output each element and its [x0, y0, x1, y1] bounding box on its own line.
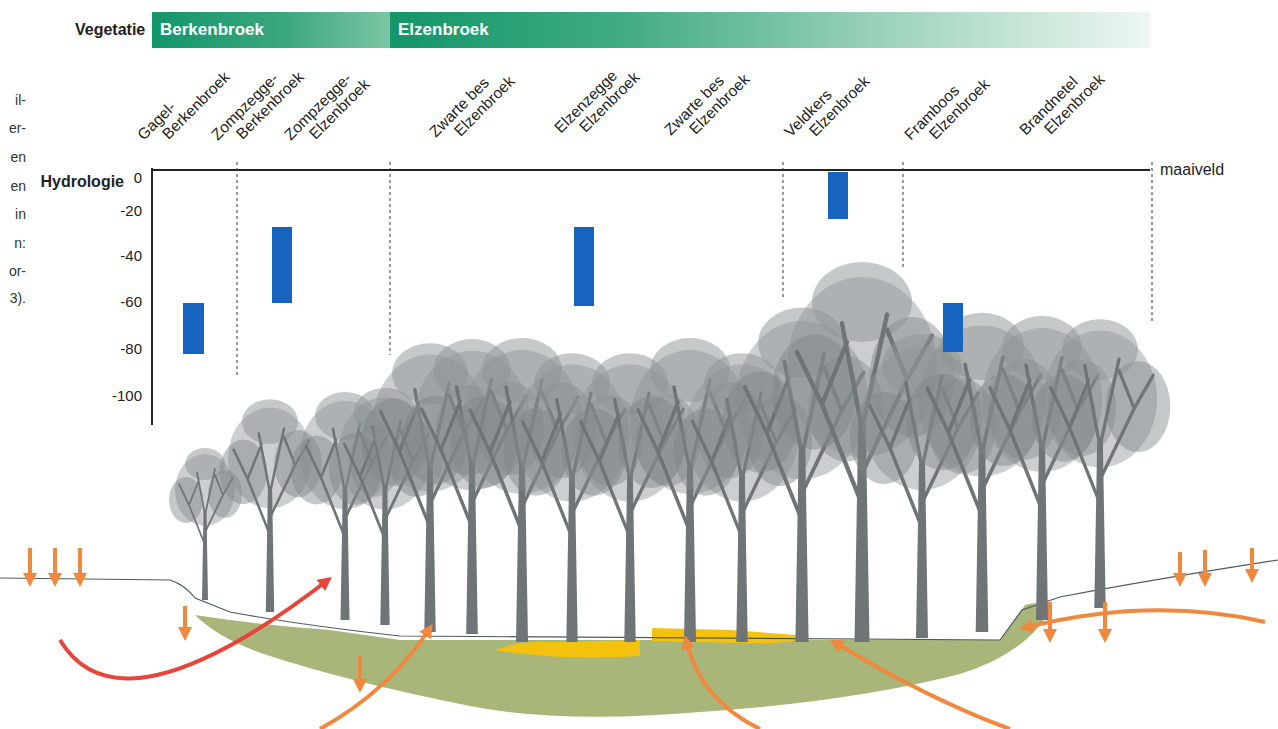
divider-line	[237, 162, 238, 375]
infiltration-arrow	[1103, 602, 1107, 638]
seepage-arrow	[1024, 610, 1265, 628]
alder-tree	[1032, 319, 1171, 608]
infiltration-arrow	[53, 548, 57, 582]
divider-lines	[237, 162, 1152, 375]
divider-line	[903, 162, 904, 270]
axis-tick: -100	[112, 387, 142, 404]
water-arrows	[30, 548, 1265, 729]
seepage-arrow	[686, 640, 760, 729]
row-heading: Hydrologie	[40, 173, 124, 191]
depth-axis	[151, 168, 153, 425]
axis-tick: 0	[134, 169, 142, 186]
seepage-arrow	[320, 628, 430, 729]
vegetation-band: Elzenbroek	[390, 12, 1150, 48]
caption-fragment: 3).	[10, 290, 26, 306]
water-level-bar	[574, 227, 594, 306]
vegetation-type: Zwarte bes Elzenbroek	[661, 43, 769, 151]
vegetation-type: Veldkers Elzenbroek	[781, 45, 889, 153]
seepage-arrow-red	[60, 580, 328, 678]
divider-line	[783, 162, 784, 300]
caption-fragment: en	[10, 178, 26, 194]
vegetation-type: Zwarte bes Elzenbroek	[426, 45, 534, 153]
caption-fragment: il-	[15, 92, 26, 108]
infiltration-arrow	[1203, 550, 1207, 582]
axis-tick: -60	[120, 293, 142, 310]
water-level-bar	[183, 303, 204, 354]
row-heading: Vegetatie	[75, 21, 145, 39]
vegetation-type: Elzenzegge Elzenbroek	[551, 41, 659, 149]
caption-fragment: er-	[9, 120, 26, 136]
divider-line	[390, 162, 391, 355]
vegetation-band: Berkenbroek	[152, 12, 390, 48]
axis-tick: -80	[120, 340, 142, 357]
water-level-bars	[183, 172, 963, 354]
infiltration-arrow	[1178, 552, 1182, 582]
water-level-bar	[943, 303, 963, 352]
vegetation-type: Brandnetel Elzenbroek	[1016, 43, 1124, 151]
infiltration-arrow	[78, 548, 82, 582]
water-level-bar	[828, 172, 848, 219]
axis-tick: -40	[120, 247, 142, 264]
vegetation-type: Zompzegge- Elzenbroek	[281, 48, 389, 156]
caption-fragment: or-	[9, 263, 26, 279]
band-label: Berkenbroek	[160, 12, 264, 48]
infiltration-arrow	[1250, 548, 1254, 578]
infiltration-arrow	[183, 606, 187, 636]
band-label: Elzenbroek	[398, 12, 489, 48]
axis-tick: -20	[120, 202, 142, 219]
divider-line	[1152, 162, 1153, 322]
water-level-bar	[272, 227, 292, 303]
axis-label: maaiveld	[1160, 161, 1224, 179]
yellow-layer	[652, 628, 810, 643]
vegetation-type: Framboos Elzenbroek	[901, 48, 1009, 156]
surface-line	[151, 169, 1150, 171]
ground-surface	[0, 560, 1278, 640]
seepage-arrow	[834, 642, 1010, 729]
caption-fragment: in	[15, 206, 26, 222]
infiltration-arrow	[28, 548, 32, 582]
yellow-layer	[495, 640, 640, 658]
caption-fragment: en	[10, 149, 26, 165]
infiltration-arrow	[358, 656, 362, 688]
caption-fragment: n:	[14, 235, 26, 251]
